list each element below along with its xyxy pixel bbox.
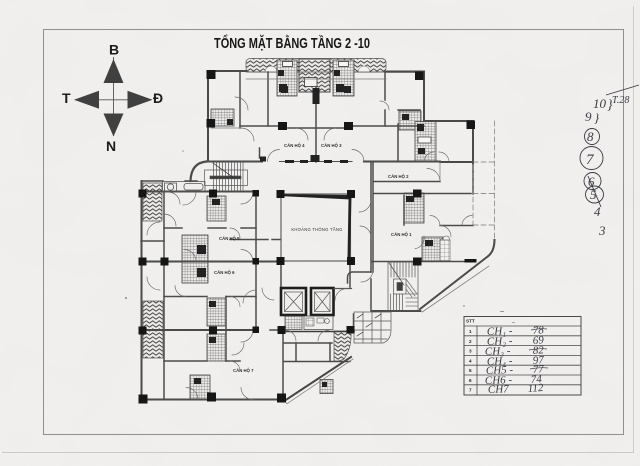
svg-text:CĂN HỘ 5: CĂN HỘ 5 <box>219 236 240 241</box>
svg-text:4: 4 <box>594 204 601 219</box>
svg-text:CH6 -: CH6 - <box>485 374 513 387</box>
svg-text:7: 7 <box>469 388 472 393</box>
svg-text:10: 10 <box>593 96 607 111</box>
svg-text:STT: STT <box>466 319 475 324</box>
svg-text:78: 78 <box>532 324 544 337</box>
svg-text:8: 8 <box>587 129 594 144</box>
svg-text:82: 82 <box>532 344 544 357</box>
svg-text:CĂN HỘ 3: CĂN HỘ 3 <box>321 143 342 148</box>
svg-text:Đ: Đ <box>153 90 163 106</box>
svg-text:CH₂ -: CH₂ - <box>487 335 513 348</box>
svg-text:3: 3 <box>469 349 472 354</box>
svg-text:}: } <box>594 110 600 125</box>
svg-text:T.28: T.28 <box>612 95 629 106</box>
svg-text:77: 77 <box>532 363 544 376</box>
svg-text:4: 4 <box>469 359 472 364</box>
svg-text:69: 69 <box>532 334 544 347</box>
svg-text:N: N <box>106 138 116 154</box>
svg-text:CH₁ -: CH₁ - <box>487 325 513 338</box>
svg-text:74: 74 <box>530 373 542 386</box>
svg-text:CĂN HỘ 7: CĂN HỘ 7 <box>233 368 254 373</box>
svg-text:2: 2 <box>469 339 472 344</box>
svg-text:CĂN HỘ 4: CĂN HỘ 4 <box>284 143 305 148</box>
svg-text:CĂN HỘ 6: CĂN HỘ 6 <box>214 270 235 275</box>
svg-text:6: 6 <box>469 378 472 383</box>
svg-text:1: 1 <box>469 329 472 334</box>
svg-text:T: T <box>62 90 71 106</box>
svg-text:B: B <box>109 42 119 58</box>
svg-text:9: 9 <box>585 109 592 124</box>
svg-text:CH5 -: CH5 - <box>486 364 514 377</box>
svg-text:CH₃ -: CH₃ - <box>485 345 511 358</box>
svg-text:}: } <box>607 98 613 113</box>
svg-text:6: 6 <box>588 174 595 189</box>
svg-text:5: 5 <box>590 187 597 202</box>
svg-text:CĂN HỘ 1: CĂN HỘ 1 <box>391 232 412 237</box>
svg-text:97: 97 <box>532 354 544 367</box>
svg-text:CH₄ -: CH₄ - <box>487 355 513 368</box>
svg-text:TỔNG MẶT BẰNG TẦNG 2 -10: TỔNG MẶT BẰNG TẦNG 2 -10 <box>214 34 370 52</box>
svg-text:112: 112 <box>527 382 544 395</box>
svg-text:5: 5 <box>469 368 472 373</box>
svg-text:3: 3 <box>598 223 606 238</box>
svg-text:CH7: CH7 <box>488 383 510 396</box>
svg-text:7: 7 <box>586 152 595 168</box>
svg-text:KHOẢNG THÔNG TẦNG: KHOẢNG THÔNG TẦNG <box>291 227 342 232</box>
svg-text:CĂN HỘ 2: CĂN HỘ 2 <box>388 174 409 179</box>
